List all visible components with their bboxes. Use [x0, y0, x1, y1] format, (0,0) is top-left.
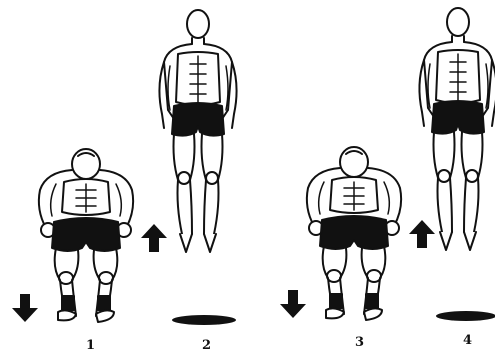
floor-shadow-icon	[436, 311, 495, 321]
down-arrow-icon	[280, 290, 306, 318]
jump-figure-2	[159, 10, 236, 252]
jump-figure-4	[419, 8, 495, 250]
floor-shadow-icon	[172, 315, 236, 325]
step-label-4: 4	[463, 333, 472, 348]
up-arrow-icon	[141, 224, 167, 252]
down-arrow-icon	[12, 294, 38, 322]
up-arrow-icon	[409, 220, 435, 248]
step-label-1: 1	[86, 338, 95, 353]
squat-figure-3	[307, 147, 401, 320]
step-label-2: 2	[202, 338, 211, 353]
step-label-3: 3	[355, 335, 364, 350]
squat-figure-1	[39, 149, 133, 322]
